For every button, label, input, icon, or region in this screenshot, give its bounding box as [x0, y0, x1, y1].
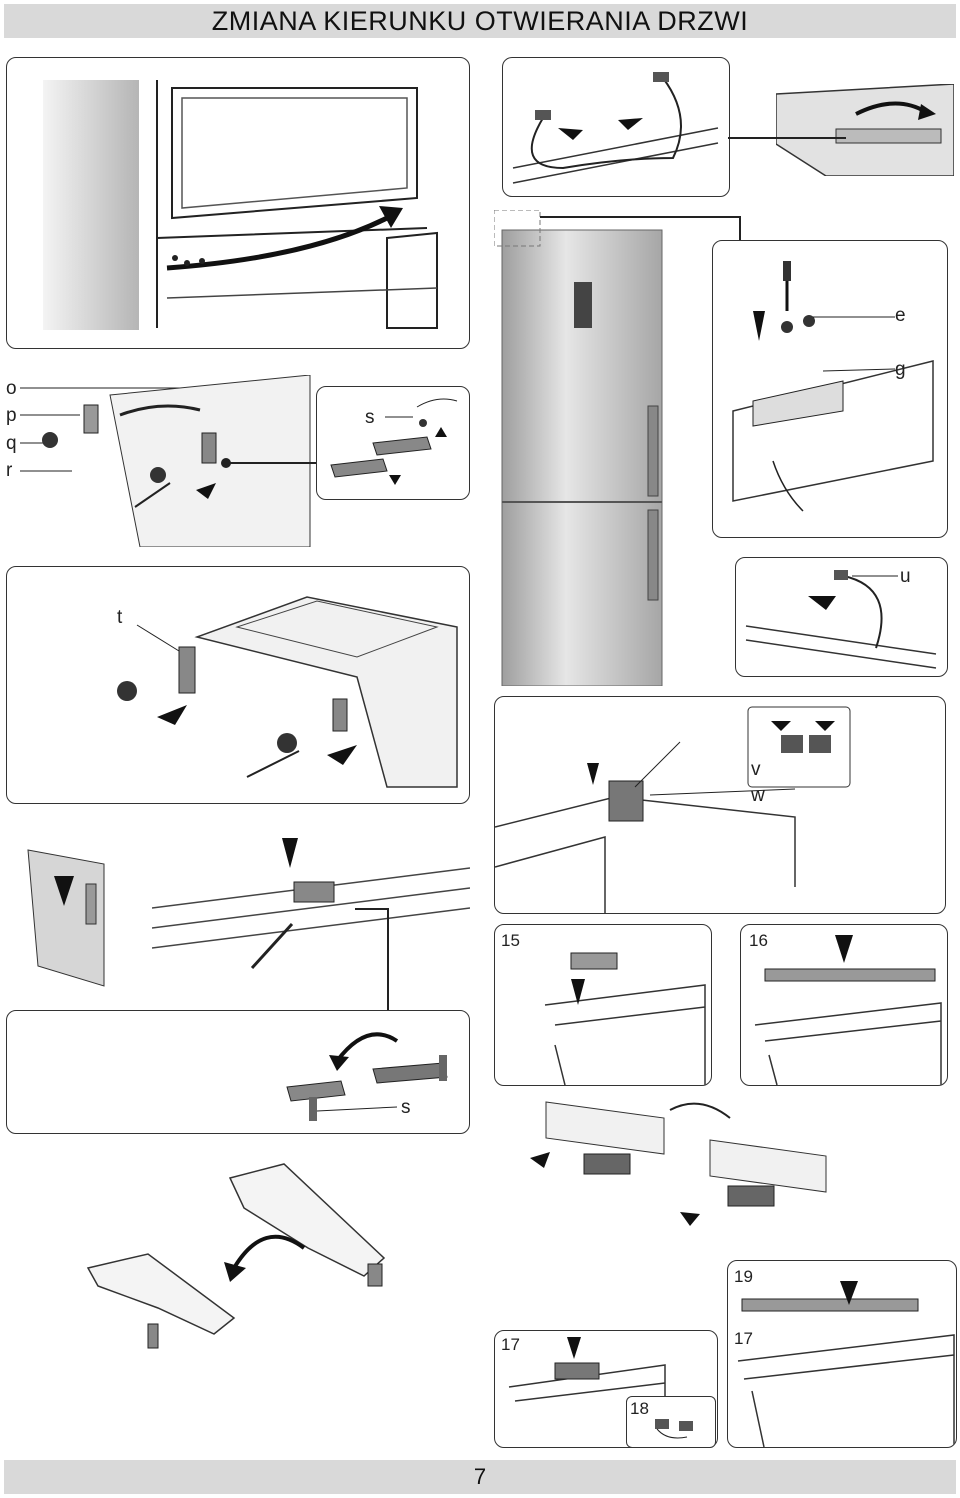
panel-step-18: 18 [626, 1396, 716, 1448]
step-number-19: 19 [734, 1267, 753, 1286]
leader-line-2 [540, 216, 740, 218]
step-15-illustration [544, 952, 706, 1085]
label-w: w [751, 785, 765, 806]
step-number-18: 18 [630, 1399, 649, 1418]
header-bar: ZMIANA KIERUNKU OTWIERANIA DRZWI [4, 4, 956, 38]
panel-connector: v w [494, 696, 946, 914]
cable-u-illustration [745, 570, 937, 669]
panel-cable-u: u [735, 557, 948, 677]
page-number: 7 [473, 1464, 487, 1489]
cover-flip-illustration [520, 1094, 840, 1244]
step-number-16: 16 [749, 931, 768, 950]
panel-hinge-parts: s [316, 386, 470, 500]
middle-hinge-illustration [152, 828, 470, 998]
label-u: u [900, 566, 911, 587]
label-g: g [895, 359, 906, 380]
hinge-parts-illustration [330, 398, 458, 485]
hinge-swap-illustration [286, 1032, 448, 1121]
step-19-illustration [737, 1281, 955, 1447]
page-title: ZMIANA KIERUNKU OTWIERANIA DRZWI [211, 5, 749, 36]
leader-line-4 [228, 462, 316, 464]
hinge-t-illustration [117, 596, 458, 788]
connector-illustration [495, 706, 851, 913]
panel-step-19: 19 17 [727, 1260, 957, 1448]
fridge-top-corner [776, 84, 954, 176]
bottom-hinge-illustration [20, 375, 312, 547]
label-v: v [751, 759, 761, 780]
step-16-illustration [754, 935, 942, 1085]
leader-line-6 [387, 908, 389, 1010]
label-q: q [6, 433, 17, 454]
leader-line-1 [728, 137, 846, 139]
panel-step-16: 16 [740, 924, 948, 1086]
leader-line-3 [739, 216, 741, 244]
label-s-top: s [365, 407, 375, 428]
panel-hinge-t: t [6, 566, 470, 804]
panel-hinge-swap: s [6, 1010, 470, 1134]
cable-illustration [512, 72, 719, 184]
hinge-top-illustration [732, 261, 934, 512]
panel-hinge-top: e g [712, 240, 948, 538]
leader-line-5 [355, 908, 389, 910]
fridge-illustration [494, 210, 674, 686]
label-o: o [6, 378, 17, 399]
label-r: r [6, 460, 13, 481]
label-e: e [895, 305, 906, 326]
label-p: p [6, 405, 17, 426]
label-t: t [117, 607, 123, 628]
large-hinge-illustration [84, 1158, 414, 1358]
top-inner-illustration [43, 80, 438, 330]
step-number-15: 15 [501, 931, 520, 950]
panel-cable-top [502, 57, 730, 197]
step-number-17-left: 17 [501, 1335, 520, 1354]
step-number-17-right: 17 [734, 1329, 753, 1348]
step-18-illustration [655, 1419, 693, 1439]
panel-top-inner [6, 57, 470, 349]
label-s-bottom: s [401, 1097, 411, 1118]
door-removal-illustration [14, 836, 126, 996]
footer-bar: 7 [4, 1460, 956, 1494]
panel-step-15: 15 [494, 924, 712, 1086]
